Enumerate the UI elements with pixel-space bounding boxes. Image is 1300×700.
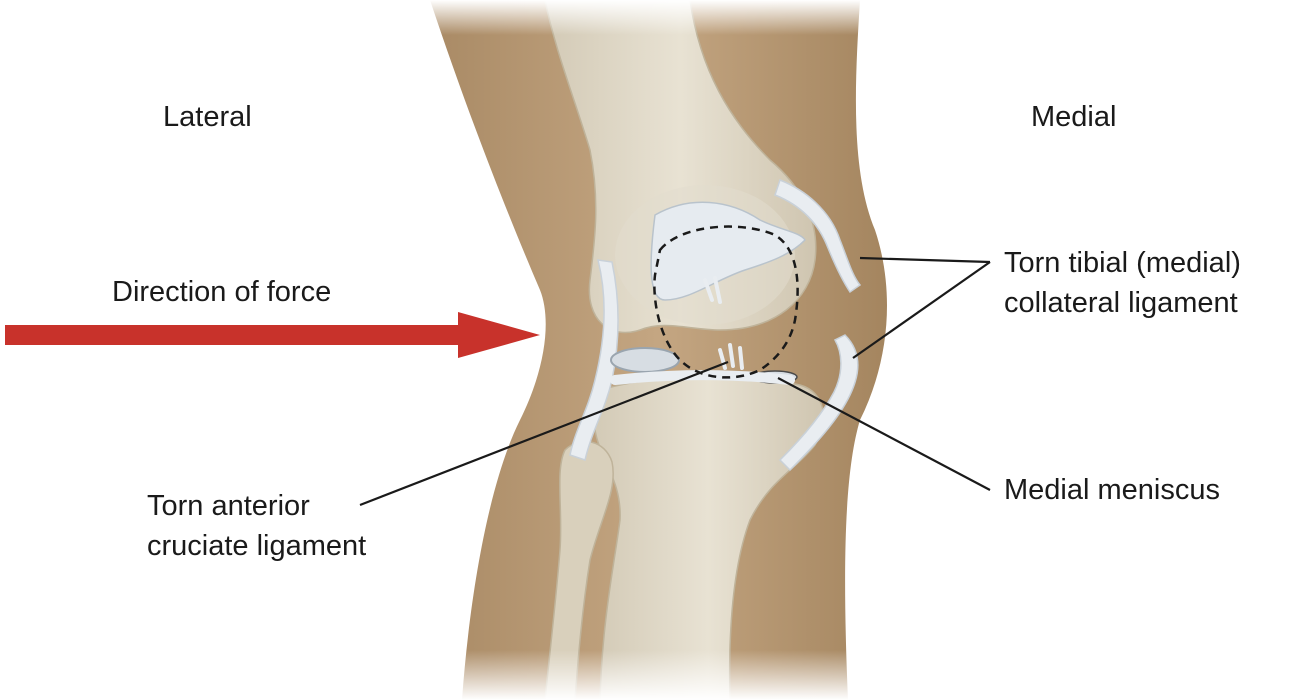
lateral-collateral-ligament [569,259,619,461]
label-torn-tibial-line2: collateral ligament [1004,287,1238,319]
articular-cartilage [650,201,806,301]
lateral-meniscus [610,347,680,373]
label-medial-meniscus: Medial meniscus [1004,474,1220,506]
leader-tibial-lower [852,261,991,359]
leader-acl [359,360,729,507]
leader-tibial-upper [859,256,991,264]
force-arrow [5,312,540,358]
torn-acl-fibres [703,276,744,370]
label-direction-of-force: Direction of force [112,276,332,308]
injury-highlight-dashed-circle [653,225,799,379]
label-torn-tibial-collateral: Torn tibial (medial) collateral ligament [1004,243,1241,323]
leader-meniscus [777,377,991,491]
joint-capsule [610,370,795,385]
label-medial: Medial [1031,101,1117,133]
medial-collateral-ligament-upper [774,179,862,294]
label-torn-tibial-line1: Torn tibial (medial) [1004,247,1241,279]
medial-collateral-ligament-lower [778,334,859,472]
label-torn-acl-line2: cruciate ligament [147,530,367,562]
leader-lines [359,256,991,507]
label-torn-acl-line1: Torn anterior [147,490,310,522]
label-torn-acl: Torn anterior cruciate ligament [147,486,366,566]
label-lateral: Lateral [163,101,252,133]
